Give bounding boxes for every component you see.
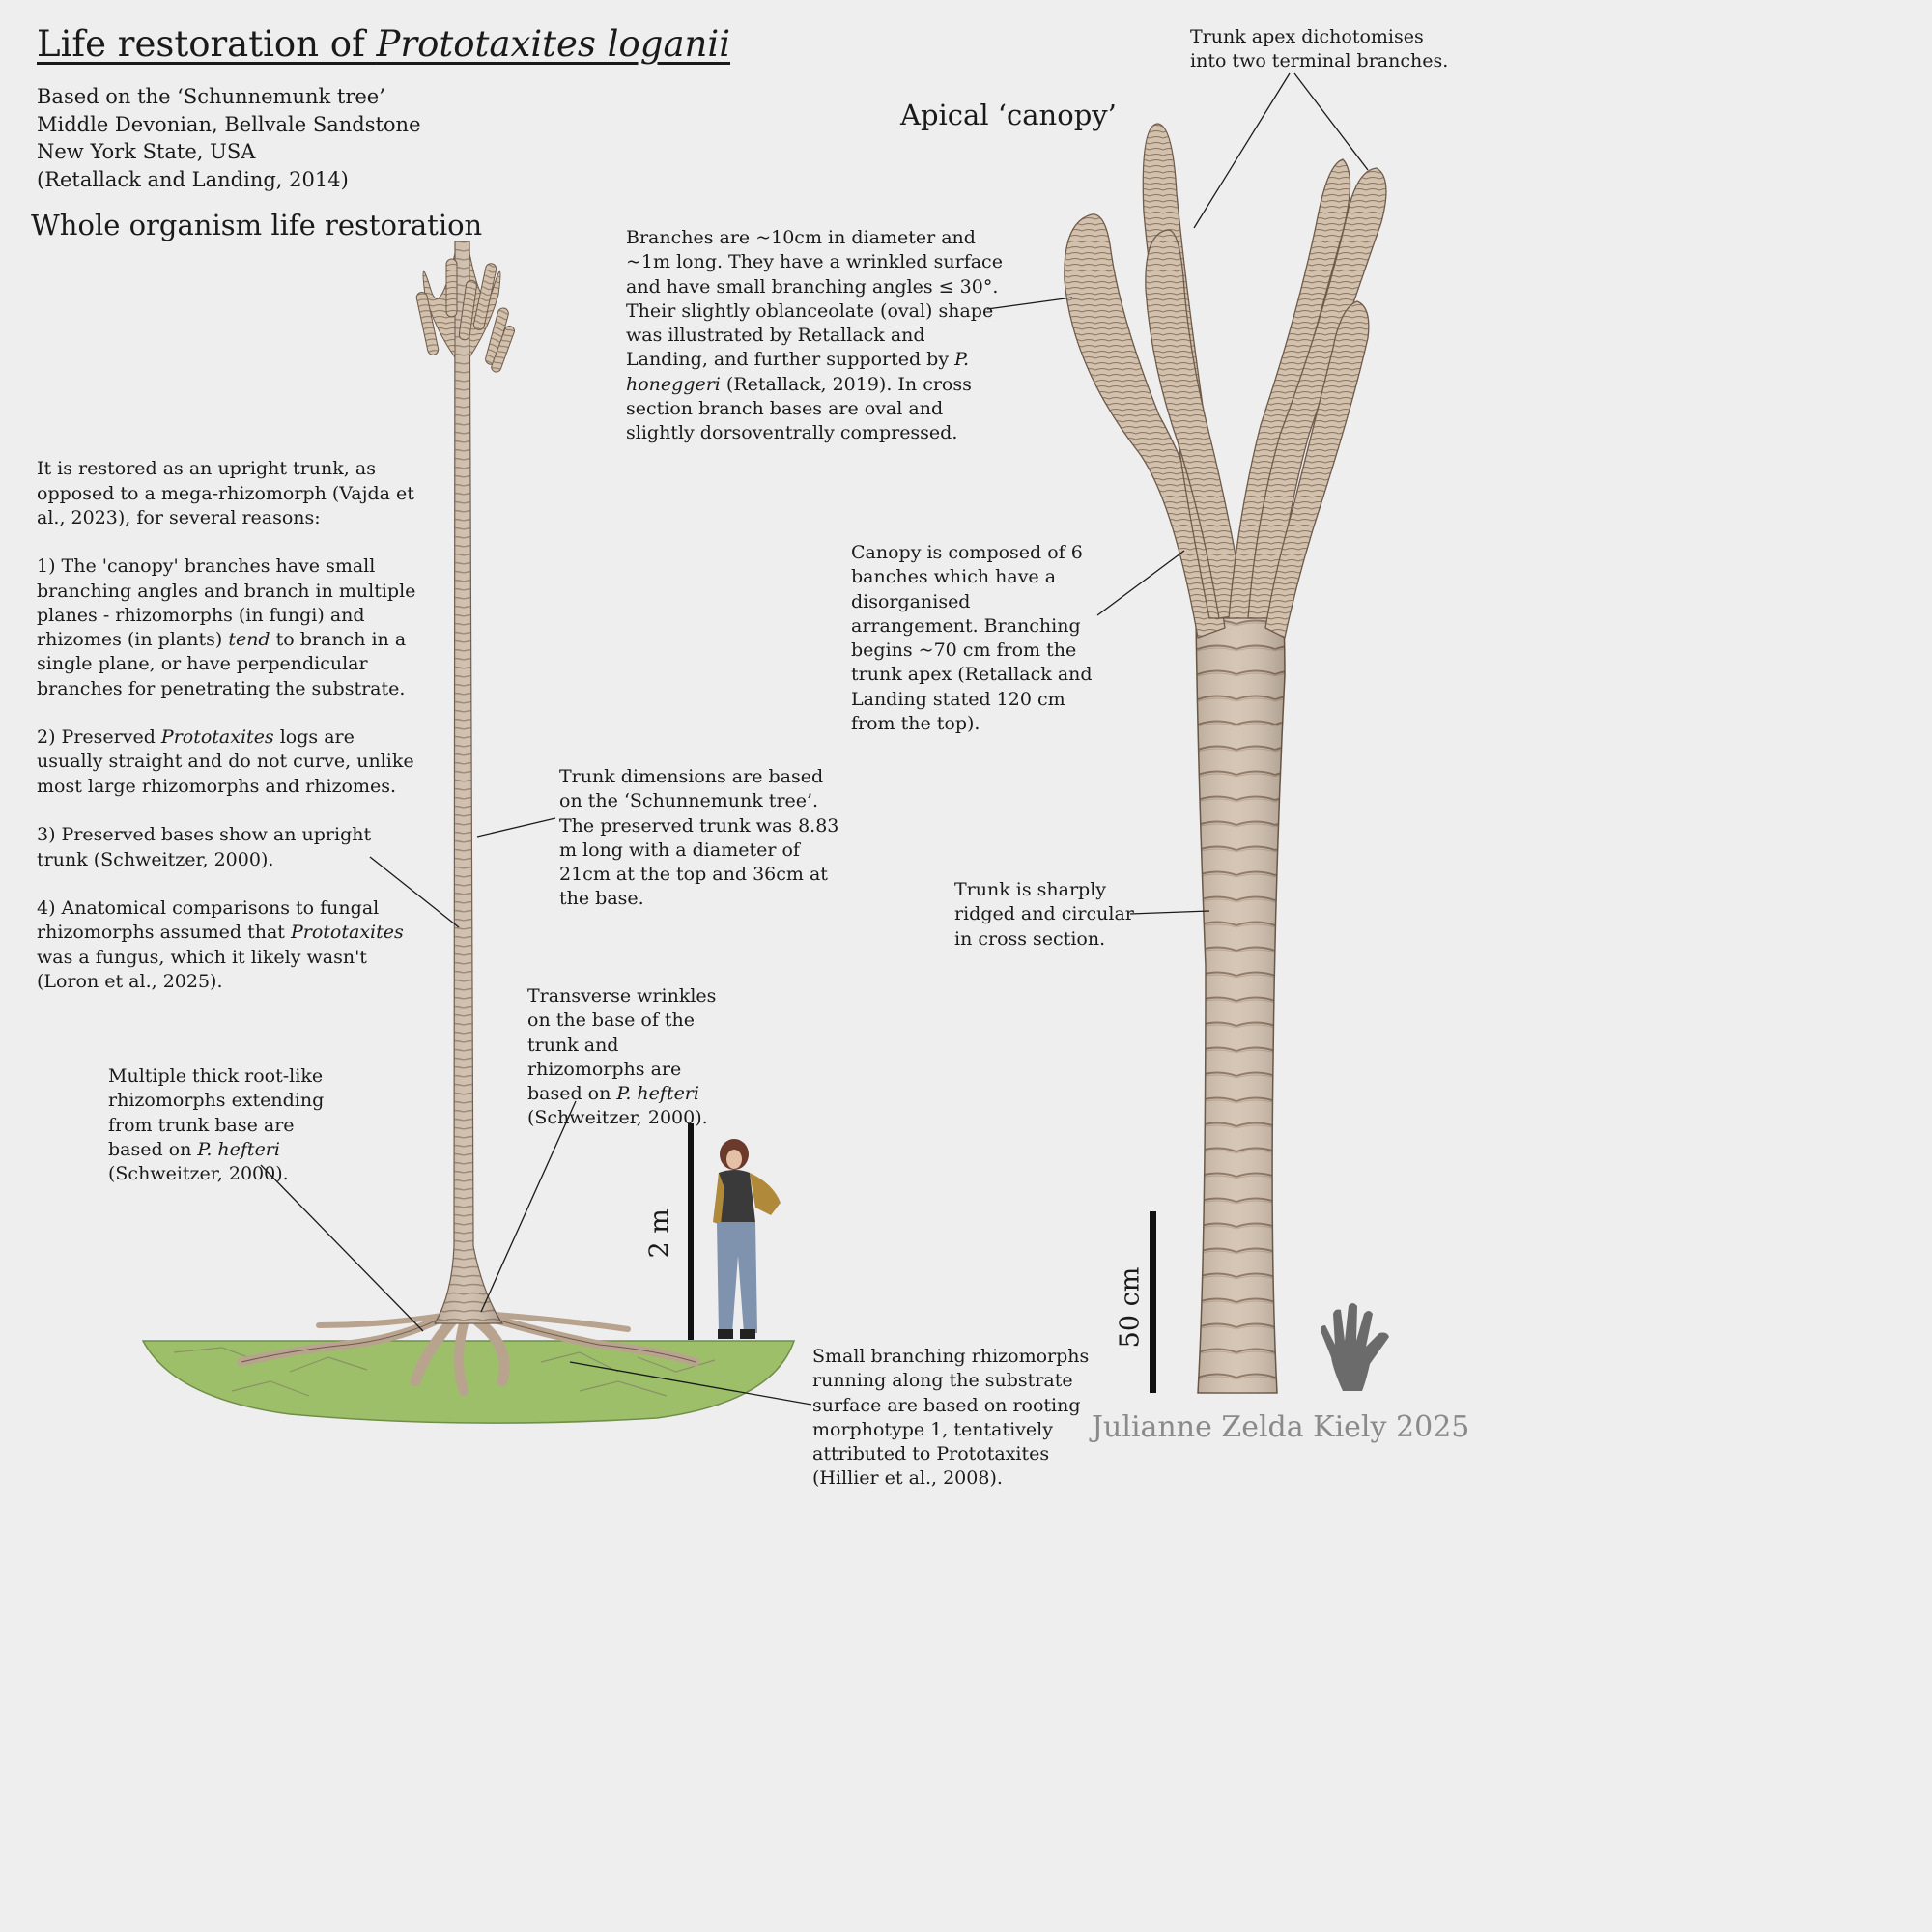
section-heading-whole: Whole organism life restoration <box>31 209 483 242</box>
scale-label-50cm: 50 cm <box>1115 1266 1146 1349</box>
trunk-small <box>433 241 504 1324</box>
trunk-large <box>1195 578 1286 1394</box>
note-upright-p4: 3) Preserved bases show an upright trunk… <box>37 824 372 870</box>
canopy-small <box>415 252 515 373</box>
human-silhouette <box>713 1139 781 1339</box>
note-upright-reasons: It is restored as an upright trunk, as o… <box>37 433 419 1018</box>
note-upright-p2: 1) The 'canopy' branches have small bran… <box>37 555 416 699</box>
scale-bar-2m <box>688 1123 694 1340</box>
note-apex: Trunk apex dichotomises into two termina… <box>1190 26 1449 71</box>
page-title: Life restoration of Prototaxites loganii <box>37 23 731 65</box>
note-canopy-composition: Canopy is composed of 6 banches which ha… <box>851 542 1093 734</box>
note-transverse-wrinkles: Transverse wrinkles on the base of the t… <box>527 985 717 1129</box>
leader-lines <box>260 72 1369 1406</box>
illustration <box>141 72 1389 1424</box>
note-upright-p5: 4) Anatomical comparisons to fungal rhiz… <box>37 897 404 992</box>
note-trunk-dimensions: Trunk dimensions are based on the ‘Schun… <box>559 766 839 910</box>
note-thick-rhizomorphs: Multiple thick root-like rhizomorphs ext… <box>108 1065 325 1185</box>
source-info: Based on the ‘Schunnemunk tree’ Middle D… <box>37 85 421 191</box>
note-upright-p1: It is restored as an upright trunk, as o… <box>37 458 414 528</box>
note-upright-p3: 2) Preserved Prototaxites logs are usual… <box>37 726 414 797</box>
canopy-large <box>1064 123 1387 639</box>
note-trunk-ridged: Trunk is sharply ridged and circular in … <box>954 879 1134 950</box>
note-small-rhizomorphs: Small branching rhizomorphs running alon… <box>812 1346 1090 1490</box>
ground <box>141 1340 796 1424</box>
scale-label-2m: 2 m <box>644 1208 675 1259</box>
scale-bar-50cm <box>1150 1211 1156 1393</box>
note-branches: Branches are ~10cm in diameter and ~1m l… <box>626 227 1003 444</box>
hand-icon <box>1321 1303 1389 1391</box>
section-heading-canopy: Apical ‘canopy’ <box>900 99 1117 131</box>
author-credit: Julianne Zelda Kiely 2025 <box>1092 1410 1470 1444</box>
